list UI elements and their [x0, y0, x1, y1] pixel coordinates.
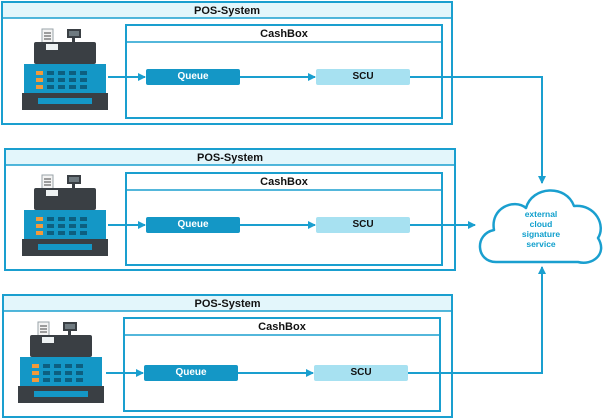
- scu-box: [316, 217, 410, 233]
- pos-system-title: POS-System: [193, 5, 261, 17]
- scu-to-cloud-arrow: [410, 76, 546, 184]
- pos-system-title-bar: [6, 150, 454, 165]
- queue-box: [146, 69, 240, 85]
- pos-system-title: POS-System: [196, 152, 264, 164]
- pos-system-1: [1, 1, 546, 184]
- scu-box: [314, 365, 408, 381]
- scu-box: [316, 69, 410, 85]
- scu-to-cloud-arrow: [408, 266, 546, 374]
- scu-label: SCU: [352, 71, 374, 82]
- pos-system-title-bar: [3, 3, 451, 18]
- queue-label: Queue: [177, 219, 209, 230]
- cloud-icon: [478, 189, 603, 265]
- pos-system-title-bar: [4, 296, 451, 311]
- queue-box: [146, 217, 240, 233]
- pos-system-title: POS-System: [194, 298, 261, 310]
- pos-system-2: [4, 148, 476, 271]
- queue-label: Queue: [177, 71, 209, 82]
- cash-register-icon: [22, 28, 108, 110]
- cash-register-icon: [22, 174, 108, 256]
- pos-system-3: [2, 266, 546, 418]
- queue-box: [144, 365, 238, 381]
- queue-label: Queue: [175, 367, 207, 378]
- cloud-label: external cloud signature service: [521, 209, 561, 249]
- cashbox-title: CashBox: [258, 321, 306, 333]
- scu-label: SCU: [350, 367, 372, 378]
- cashbox-title: CashBox: [260, 176, 308, 188]
- cashbox-frame: [123, 317, 441, 412]
- cash-register-icon: [18, 321, 104, 403]
- cashbox-title: CashBox: [260, 28, 308, 40]
- scu-label: SCU: [352, 219, 374, 230]
